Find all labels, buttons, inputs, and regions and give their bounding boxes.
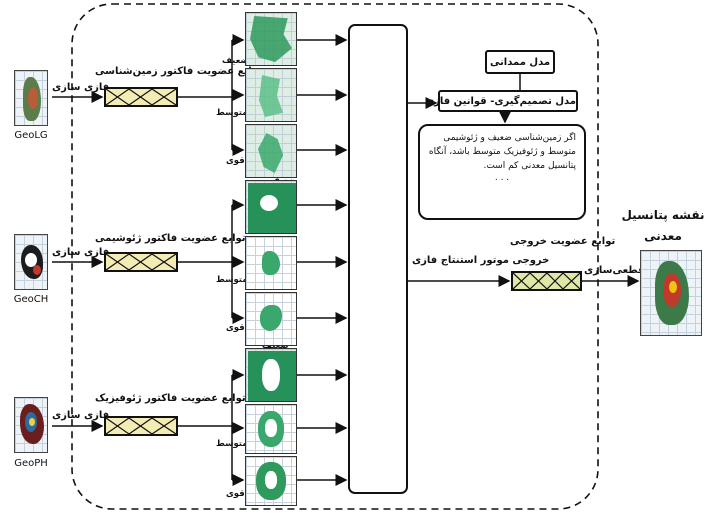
output-mf-title: توابع عضویت خروجی — [510, 236, 616, 247]
fuzzy-rule-text: اگر زمین‌شناسی ضعیف و ژئوشیمی متوسط و ژئ… — [428, 133, 576, 171]
mamdani-model-label: مدل ممدانی — [489, 57, 551, 68]
output-fuzzy-box — [511, 271, 582, 291]
geoch-strong-map — [245, 292, 297, 346]
geoph-fuzzify-label: فازی سازی — [52, 410, 110, 421]
mamdani-model-box: مدل ممدانی — [485, 50, 555, 74]
geolg-weak-label: ضعیف — [222, 56, 249, 66]
geolg-mf-title: توابع عضویت فاکتور زمین‌شناسی — [95, 66, 262, 77]
geoch-mf-title: توابع عضویت فاکتور ژئوشیمی — [95, 233, 246, 244]
geolg-medium-map — [245, 68, 297, 122]
geoch-medium-map — [245, 236, 297, 290]
inference-engine-block — [348, 24, 408, 494]
geoch-weak-map — [245, 180, 297, 234]
geoch-source-map — [14, 234, 48, 290]
geoph-label: GeoPH — [14, 458, 48, 469]
geoph-weak-map — [245, 348, 297, 402]
geoph-source-map — [14, 397, 48, 453]
dashed-frame — [71, 3, 599, 510]
geoph-medium-label: متوسط — [216, 439, 248, 449]
geolg-strong-label: قوی — [226, 156, 245, 166]
fuzzy-rule-panel: اگر زمین‌شناسی ضعیف و ژئوشیمی متوسط و ژئ… — [418, 124, 586, 220]
geoch-strong-label: قوی — [226, 323, 245, 333]
geoph-strong-label: قوی — [226, 489, 245, 499]
geolg-fuzzify-label: فازی سازی — [52, 82, 110, 93]
geolg-weak-map — [245, 12, 297, 66]
defuzzification-label: قطعی‌سازی — [584, 265, 645, 276]
potential-map — [640, 250, 702, 336]
geoch-fuzzify-label: فازی سازی — [52, 247, 110, 258]
map-title-line1: نقشه پتانسیل — [621, 208, 705, 222]
geolg-medium-label: متوسط — [216, 108, 248, 118]
geolg-strong-map — [245, 124, 297, 178]
engine-output-label: خروجی موتور استنتاج فازی — [412, 255, 550, 266]
rule-ellipsis: . . . — [494, 172, 510, 183]
map-title-line2: معدنی — [644, 229, 682, 243]
geoph-strong-map — [245, 456, 297, 506]
geoph-mf-title: توابع عضویت فاکتور ژئوفیزیک — [95, 393, 246, 404]
geolg-label: GeoLG — [14, 130, 48, 141]
geoch-medium-label: متوسط — [216, 275, 248, 285]
geoph-weak-label: ضعیف — [262, 341, 289, 351]
geolg-fuzzify-box — [104, 87, 178, 107]
geoch-label: GeoCH — [13, 294, 49, 305]
decision-model-label: مدل تصمیم‌گیری- قوانین فازی — [424, 96, 576, 107]
geoch-fuzzify-box — [104, 252, 178, 272]
geolg-source-map — [14, 70, 48, 126]
geoph-fuzzify-box — [104, 416, 178, 436]
decision-model-box: مدل تصمیم‌گیری- قوانین فازی — [424, 90, 578, 112]
geoph-medium-map — [245, 404, 297, 454]
